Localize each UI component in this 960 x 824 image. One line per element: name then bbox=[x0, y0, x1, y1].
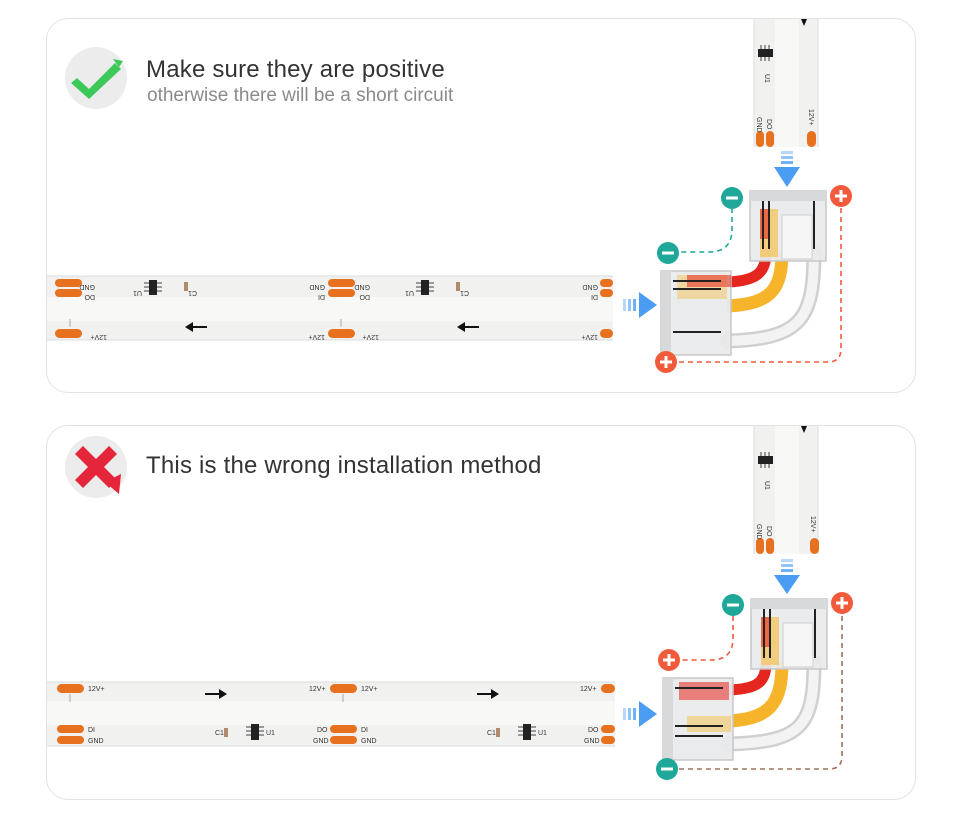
vertical-led-strip: U1 GND DO 12V+ bbox=[753, 19, 819, 147]
strip-label-gnd: GND bbox=[88, 738, 104, 745]
strip-label-c1: C1 bbox=[188, 289, 197, 296]
strip-label-di: DI bbox=[88, 727, 95, 734]
l-shape-connector bbox=[660, 190, 827, 356]
arrow-icon bbox=[801, 426, 807, 433]
strip-label-12v: 12V+ bbox=[807, 109, 814, 126]
strip-label-gnd: GND bbox=[582, 283, 598, 290]
strip-label-do: DO bbox=[317, 727, 328, 734]
plus-icon bbox=[655, 351, 677, 373]
strip-label-12v: 12V+ bbox=[308, 333, 325, 340]
strip-label-12v: 12V+ bbox=[809, 516, 816, 533]
strip-label-u1: U1 bbox=[405, 289, 414, 296]
led-chip-u1 bbox=[144, 280, 188, 295]
plus-icon bbox=[658, 649, 680, 671]
strip-label-do: DO bbox=[84, 293, 95, 300]
minus-icon bbox=[721, 187, 743, 209]
wrong-wiring-diagram: 12V+ DI GND 12V+ 12V+ DO GND DI GND C1 U… bbox=[47, 426, 853, 780]
led-chip-u1 bbox=[224, 724, 264, 740]
strip-label-gnd: GND bbox=[755, 524, 762, 540]
correct-method-panel: GND DO 12V+ U1 C1 GND DI 12V+ GND DO 12V… bbox=[46, 18, 916, 393]
panel-title: Make sure they are positive bbox=[146, 56, 445, 83]
insert-right-arrow bbox=[623, 292, 657, 318]
arrow-icon bbox=[801, 19, 807, 26]
correct-wiring-diagram: GND DO 12V+ U1 C1 GND DI 12V+ GND DO 12V… bbox=[47, 19, 852, 373]
strip-label-c1: C1 bbox=[460, 289, 469, 296]
strip-label-do: DO bbox=[588, 727, 599, 734]
panel-subtitle: otherwise there will be a short circuit bbox=[147, 85, 454, 106]
minus-icon bbox=[656, 758, 678, 780]
minus-icon bbox=[722, 594, 744, 616]
strip-label-do: DO bbox=[765, 526, 772, 537]
strip-label-di: DI bbox=[591, 293, 598, 300]
insert-down-arrow bbox=[774, 151, 800, 187]
strip-label-12v: 12V+ bbox=[309, 686, 326, 693]
led-chip-u1 bbox=[416, 280, 460, 295]
horizontal-led-strip: GND DO 12V+ U1 C1 GND DI 12V+ GND DO 12V… bbox=[47, 275, 613, 341]
strip-label-12v: 12V+ bbox=[361, 686, 378, 693]
strip-label-gnd: GND bbox=[584, 738, 600, 745]
arrow-icon bbox=[185, 322, 207, 332]
strip-label-12v: 12V+ bbox=[90, 333, 107, 340]
strip-label-c1: C1 bbox=[487, 730, 496, 737]
strip-label-u1: U1 bbox=[763, 74, 770, 83]
insert-right-arrow bbox=[623, 701, 657, 727]
cross-icon bbox=[75, 446, 121, 494]
strip-label-12v: 12V+ bbox=[581, 333, 598, 340]
panel-title: This is the wrong installation method bbox=[146, 452, 542, 479]
strip-label-gnd: GND bbox=[309, 283, 325, 290]
strip-label-gnd: GND bbox=[361, 738, 377, 745]
strip-label-di: DI bbox=[361, 727, 368, 734]
strip-label-do: DO bbox=[359, 293, 370, 300]
arrow-icon bbox=[457, 322, 479, 332]
arrow-icon bbox=[477, 689, 499, 699]
status-badge bbox=[65, 47, 127, 109]
minus-icon bbox=[657, 242, 679, 264]
strip-label-u1: U1 bbox=[266, 730, 275, 737]
strip-label-u1: U1 bbox=[763, 481, 770, 490]
led-chip-u1 bbox=[496, 724, 536, 740]
strip-label-di: DI bbox=[318, 293, 325, 300]
strip-label-u1: U1 bbox=[538, 730, 547, 737]
strip-label-gnd: GND bbox=[79, 283, 95, 290]
strip-label-12v: 12V+ bbox=[362, 333, 379, 340]
strip-label-u1: U1 bbox=[133, 289, 142, 296]
status-badge bbox=[65, 436, 127, 498]
plus-icon bbox=[831, 592, 853, 614]
strip-label-12v: 12V+ bbox=[580, 686, 597, 693]
strip-label-gnd: GND bbox=[755, 117, 762, 133]
strip-label-c1: C1 bbox=[215, 730, 224, 737]
arrow-icon bbox=[205, 689, 227, 699]
check-icon bbox=[71, 59, 123, 99]
vertical-led-strip: U1 GND DO 12V+ bbox=[753, 426, 819, 554]
wrong-method-panel: 12V+ DI GND 12V+ 12V+ DO GND DI GND C1 U… bbox=[46, 425, 916, 800]
l-shape-connector bbox=[662, 598, 828, 761]
strip-label-gnd: GND bbox=[354, 283, 370, 290]
strip-label-gnd: GND bbox=[313, 738, 329, 745]
strip-label-12v: 12V+ bbox=[88, 686, 105, 693]
strip-label-do: DO bbox=[765, 119, 772, 130]
insert-down-arrow bbox=[774, 559, 800, 594]
plus-icon bbox=[830, 185, 852, 207]
horizontal-led-strip: 12V+ DI GND 12V+ 12V+ DO GND DI GND C1 U… bbox=[47, 681, 615, 747]
